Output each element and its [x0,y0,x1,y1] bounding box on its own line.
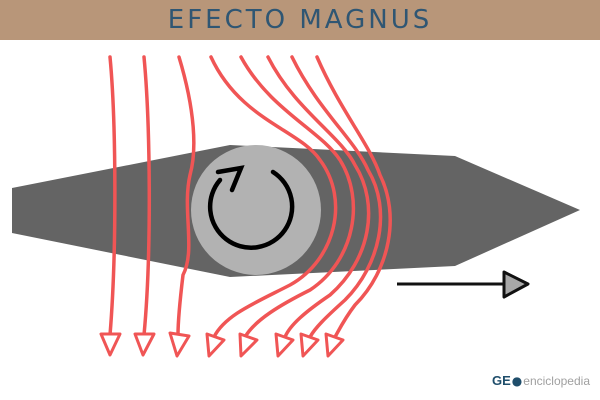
airflow-lines [108,55,392,339]
rotation-arrow-icon [207,165,295,250]
airflow-arrowheads [99,331,345,358]
spinning-ball [191,145,321,275]
motion-direction-arrow-icon [397,270,530,299]
logo-brand: GE [492,373,511,388]
logo-suffix: enciclopedia [523,373,590,388]
geoenciclopedia-logo: GE ● enciclopedia [492,373,590,388]
globe-icon: ● [511,373,523,388]
title-banner: EFECTO MAGNUS [0,0,600,40]
page-title: EFECTO MAGNUS [167,5,433,35]
